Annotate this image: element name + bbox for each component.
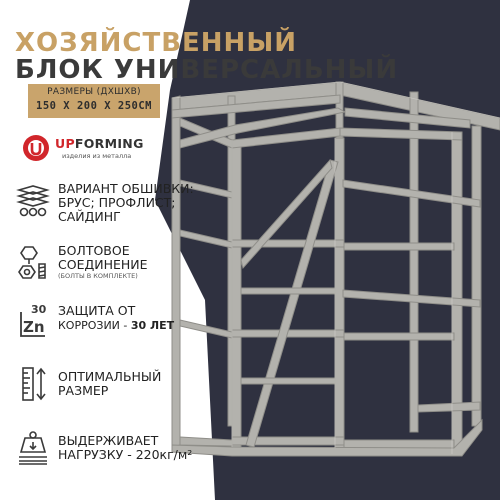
feature-1-line-2: БРУС; ПРОФЛИСТ; [58,195,176,210]
title-line-1: ХОЗЯЙСТВЕННЫЙ [15,28,298,58]
planks-icon [16,185,50,217]
feature-bolted: БОЛТОВОЕ СОЕДИНЕНИЕ (БОЛТЫ В КОМПЛЕКТЕ) [15,244,205,284]
zinc-30-number: 30 [31,303,47,316]
feature-3-line-2-prefix: КОРРОЗИИ - [58,319,131,332]
feature-1-line-3: САЙДИНГ [58,209,121,224]
feature-4-line-1: ОПТИМАЛЬНЫЙ [58,369,162,384]
dimensions-label: РАЗМЕРЫ (ДХШХВ) [47,87,141,97]
feature-3-line-1: ЗАЩИТА ОТ [58,303,136,318]
title-line-2: БЛОК УНИВЕРСАЛЬНЫЙ [15,55,399,85]
brand-tagline: изделия из металла [62,152,132,160]
brand-mark-icon [23,135,49,161]
feature-corrosion: 30 Zn ЗАЩИТА ОТ КОРРОЗИИ - 30 ЛЕТ [15,302,205,338]
feature-4-line-2: РАЗМЕР [58,383,109,398]
feature-2-line-1: БОЛТОВОЕ [58,243,130,258]
brand-name-rest: FORMING [74,136,144,151]
dimensions-badge: РАЗМЕРЫ (ДХШХВ) 150 X 200 X 250СМ [28,84,160,118]
zinc-symbol: Zn [23,318,45,336]
zinc-30-icon: 30 Zn [20,303,47,337]
feature-5-line-1: ВЫДЕРЖИВАЕТ [58,433,159,448]
feature-2-line-2: СОЕДИНЕНИЕ [58,257,148,272]
brand-name: UPFORMING [55,136,144,151]
brand-logo: UPFORMING изделия из металла [22,134,172,164]
feature-cladding: ВАРИАНТ ОБШИВКИ: БРУС; ПРОФЛИСТ; САЙДИНГ [15,181,205,224]
brand-name-accent: UP [55,136,75,151]
feature-5-line-2: НАГРУЗКУ - 220кг/м² [58,447,193,462]
weight-load-icon [19,431,47,465]
feature-2-note: (БОЛТЫ В КОМПЛЕКТЕ) [58,272,138,280]
page-title: ХОЗЯЙСТВЕННЫЙ БЛОК УНИВЕРСАЛЬНЫЙ [15,30,398,84]
dimensions-value: 150 X 200 X 250СМ [36,100,152,112]
feature-1-line-1: ВАРИАНТ ОБШИВКИ: [58,181,194,196]
feature-3-line-2-bold: 30 ЛЕТ [130,319,175,332]
ruler-arrow-icon [22,367,46,401]
feature-load: ВЫДЕРЖИВАЕТ НАГРУЗКУ - 220кг/м² [15,430,205,470]
bolt-nut-icon [18,246,46,279]
feature-size: ОПТИМАЛЬНЫЙ РАЗМЕР [15,366,205,406]
